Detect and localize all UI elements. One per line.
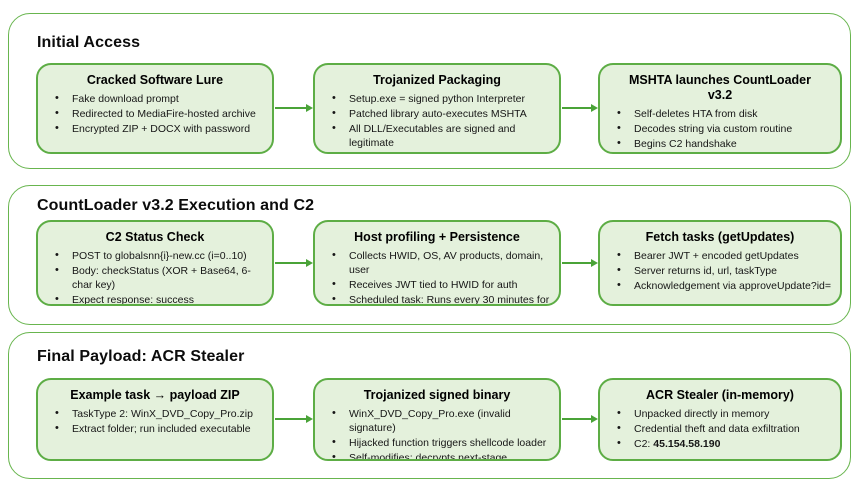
bullet-list: Unpacked directly in memoryCredential th… [608, 406, 832, 451]
box-title: ACR Stealer (in-memory) [646, 388, 794, 402]
bullet-list: Fake download promptRedirected to MediaF… [46, 91, 264, 136]
box-title: Cracked Software Lure [86, 73, 224, 87]
box-title: Trojanized signed binary [363, 388, 511, 402]
flow-box-trojanized-packaging: Trojanized Packaging Setup.exe = signed … [313, 63, 561, 154]
bullet-item: Body: checkStatus (XOR + Base64, 6-char … [46, 263, 264, 292]
bullet-item: Expect response: success [46, 292, 264, 304]
flow-arrow [562, 414, 598, 423]
bullet-list: Bearer JWT + encoded getUpdatesServer re… [608, 248, 832, 293]
bullet-item: All DLL/Executables are signed and legit… [323, 121, 551, 150]
bullet-item: C2: 45.154.58.190 [608, 436, 832, 451]
box-title: Host profiling + Persistence [354, 230, 520, 244]
bullet-list: WinX_DVD_Copy_Pro.exe (invalid signature… [323, 406, 551, 459]
bullet-item: Collects HWID, OS, AV products, domain, … [323, 248, 551, 277]
box-title: C2 Status Check [105, 230, 205, 244]
bullet-item: Bearer JWT + encoded getUpdates [608, 248, 832, 263]
bullet-item: Receives JWT tied to HWID for auth [323, 277, 551, 292]
flow-box-host-profiling-persistence: Host profiling + Persistence Collects HW… [313, 220, 561, 306]
bullet-list: TaskType 2: WinX_DVD_Copy_Pro.zipExtract… [46, 406, 264, 436]
flow-box-fetch-tasks: Fetch tasks (getUpdates) Bearer JWT + en… [598, 220, 842, 306]
bullet-item: Redirected to MediaFire-hosted archive [46, 106, 264, 121]
bullet-text: 45.154.58.190 [653, 437, 721, 450]
box-title: Fetch tasks (getUpdates) [645, 230, 795, 244]
box-title: Trojanized Packaging [373, 73, 501, 87]
bullet-item: Credential theft and data exfiltration [608, 421, 832, 436]
bullet-text: C2: [634, 437, 654, 450]
flow-arrow [275, 103, 313, 112]
flow-arrow [562, 103, 598, 112]
bullet-item: Self-deletes HTA from disk [608, 105, 832, 121]
flow-box-mshta-countloader: MSHTA launches CountLoader v3.2 Self-del… [598, 63, 842, 154]
section-title: CountLoader v3.2 Execution and C2 [37, 197, 315, 214]
bullet-item: Fake download prompt [46, 91, 264, 106]
flow-arrow [275, 414, 313, 423]
bullet-item: Self-modifies; decrypts next-stage [323, 450, 551, 459]
bullet-item: Unpacked directly in memory [608, 406, 832, 421]
box-title: Example task → payload ZIP [70, 388, 240, 402]
flow-box-cracked-software-lure: Cracked Software Lure Fake download prom… [36, 63, 274, 154]
section-title: Initial Access [37, 34, 141, 51]
bullet-item: POST to globalsnn{i}-new.cc (i=0..10) [46, 248, 264, 263]
flow-arrow [562, 258, 598, 267]
bullet-item: WinX_DVD_Copy_Pro.exe (invalid signature… [323, 406, 551, 435]
bullet-item: Scheduled task: Runs every 30 minutes fo… [323, 292, 551, 304]
bullet-list: Self-deletes HTA from diskDecodes string… [608, 105, 832, 151]
stage-section-initial-access: Initial Access Cracked Software Lure Fak… [8, 13, 851, 169]
flow-arrow [275, 258, 313, 267]
stage-section-countloader-execution: CountLoader v3.2 Execution and C2 C2 Sta… [8, 185, 851, 325]
bullet-item: TaskType 2: WinX_DVD_Copy_Pro.zip [46, 406, 264, 421]
stage-section-final-payload: Final Payload: ACR Stealer Example task … [8, 332, 851, 479]
bullet-item: Encrypted ZIP + DOCX with password [46, 121, 264, 136]
bullet-item: Decodes string via custom routine [608, 121, 832, 136]
bullet-item: Extract folder; run included executable [46, 421, 264, 436]
bullet-item: Hijacked function triggers shellcode loa… [323, 435, 551, 450]
flow-box-c2-status-check: C2 Status Check POST to globalsnn{i}-new… [36, 220, 274, 306]
section-title: Final Payload: ACR Stealer [37, 348, 245, 365]
bullet-item: Begins C2 handshake [608, 136, 832, 151]
flow-box-example-task: Example task → payload ZIP TaskType 2: W… [36, 378, 274, 461]
box-title: MSHTA launches CountLoader v3.2 [629, 73, 811, 102]
bullet-list: POST to globalsnn{i}-new.cc (i=0..10)Bod… [46, 248, 264, 304]
bullet-item: Setup.exe = signed python Interpreter [323, 91, 551, 106]
flow-box-acr-stealer: ACR Stealer (in-memory) Unpacked directl… [598, 378, 842, 461]
bullet-item: Patched library auto-executes MSHTA [323, 106, 551, 121]
bullet-item: Server returns id, url, taskType [608, 263, 832, 278]
flow-box-trojanized-signed-binary: Trojanized signed binary WinX_DVD_Copy_P… [313, 378, 561, 461]
bullet-list: Collects HWID, OS, AV products, domain, … [323, 248, 551, 304]
bullet-item: Acknowledgement via approveUpdate?id= [608, 278, 832, 293]
bullet-list: Setup.exe = signed python InterpreterPat… [323, 91, 551, 150]
